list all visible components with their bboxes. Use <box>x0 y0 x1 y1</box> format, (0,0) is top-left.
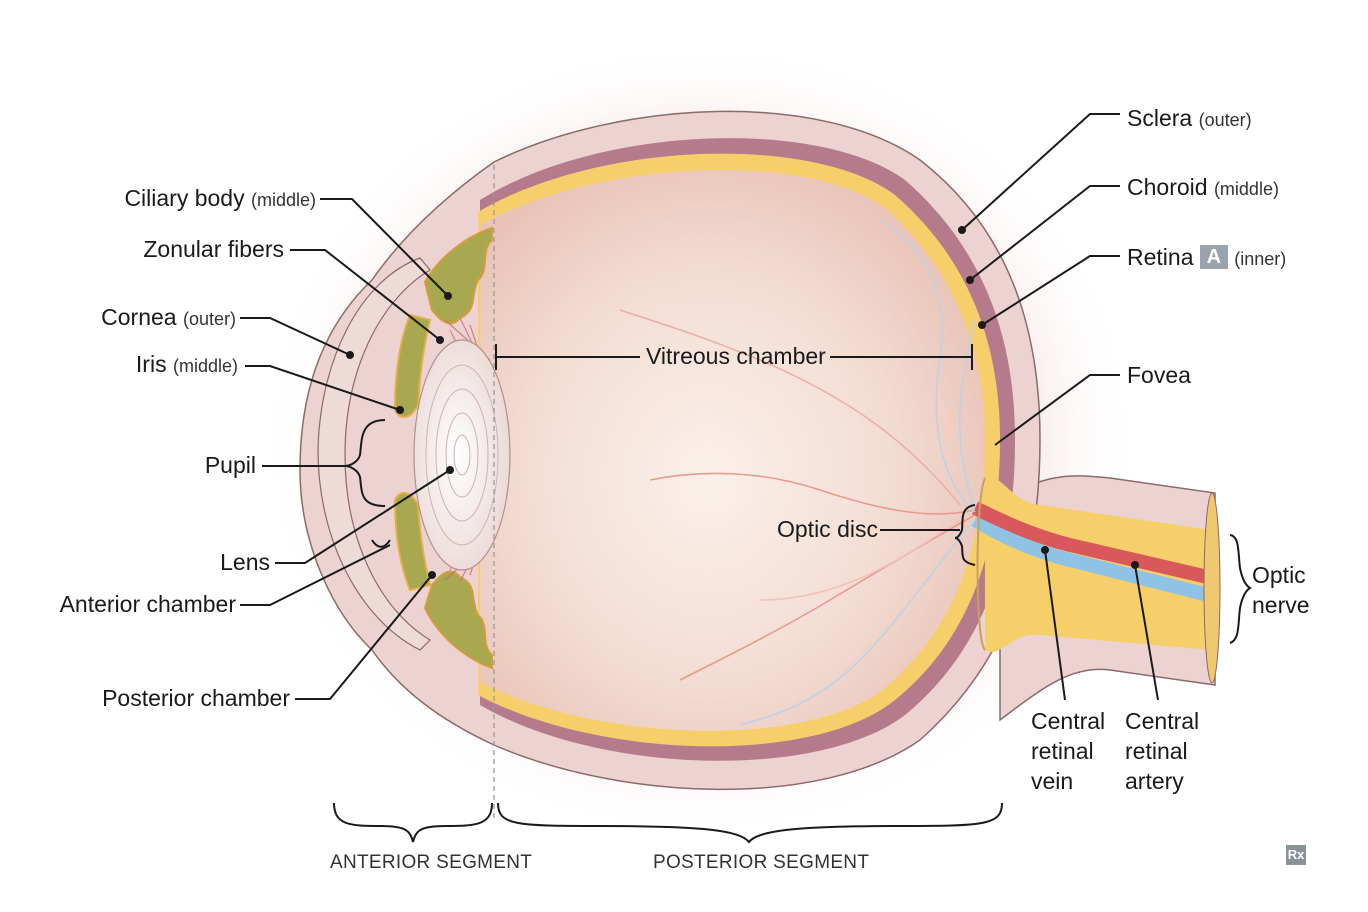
label-fovea-text: Fovea <box>1127 362 1191 388</box>
label-cornea-text: Cornea <box>101 304 177 330</box>
vitreous-chamber-bar <box>495 344 973 370</box>
label-choroid: Choroid (middle) <box>1127 176 1279 199</box>
label-anterior-segment: ANTERIOR SEGMENT <box>330 852 532 874</box>
rx-logo: Rx <box>1286 845 1306 865</box>
label-choroid-text: Choroid <box>1127 174 1208 200</box>
central-retinal-vein <box>971 513 1214 603</box>
label-optic-disc-text: Optic disc <box>777 516 878 542</box>
label-central-retinal-vein: Central retinal vein <box>1031 706 1111 796</box>
label-sclera: Sclera (outer) <box>1127 107 1252 130</box>
label-choroid-sub: (middle) <box>1213 179 1279 199</box>
label-retina: Retina A (inner) <box>1127 245 1286 269</box>
label-sclera-sub: (outer) <box>1198 110 1252 130</box>
label-central-retinal-vein-text: Central retinal vein <box>1031 708 1106 794</box>
label-vitreous-chamber-text: Vitreous chamber <box>646 343 826 369</box>
label-zonular-fibers-text: Zonular fibers <box>143 236 284 262</box>
label-lens-text: Lens <box>220 549 270 575</box>
label-iris-text: Iris <box>135 351 167 377</box>
leader-dots <box>346 226 1139 579</box>
label-central-retinal-artery-text: Central retinal artery <box>1125 708 1200 794</box>
label-anterior-chamber: Anterior chamber <box>40 593 236 616</box>
iris-upper <box>393 313 432 418</box>
label-pupil: Pupil <box>150 454 256 477</box>
braces <box>333 419 1252 844</box>
label-anterior-segment-text: ANTERIOR SEGMENT <box>330 852 533 873</box>
optic-disc-edge <box>976 477 986 651</box>
label-retina-text: Retina <box>1127 244 1194 270</box>
label-iris-sub: (middle) <box>172 356 238 376</box>
label-iris: Iris (middle) <box>100 353 238 376</box>
optic-nerve-cut-face <box>1203 492 1221 684</box>
label-fovea: Fovea <box>1127 364 1191 387</box>
label-retina-sub: (inner) <box>1234 249 1287 269</box>
iris-lower <box>393 492 432 592</box>
leader-lines <box>240 113 1159 701</box>
label-optic-nerve-text: Optic nerve <box>1252 562 1310 618</box>
label-ciliary-body-sub: (middle) <box>250 190 316 210</box>
label-cornea-sub: (outer) <box>182 309 236 329</box>
label-sclera-text: Sclera <box>1127 105 1193 131</box>
label-central-retinal-artery: Central retinal artery <box>1125 706 1205 796</box>
label-ciliary-body: Ciliary body (middle) <box>100 187 316 210</box>
lens-body <box>413 339 511 571</box>
label-optic-nerve: Optic nerve <box>1252 560 1316 620</box>
label-lens: Lens <box>150 551 270 574</box>
fundus-vessels <box>619 219 976 726</box>
retina-badge: A <box>1199 245 1228 269</box>
lens-rings <box>425 364 499 546</box>
ciliary-body-upper <box>423 226 493 325</box>
cornea-layer <box>317 257 431 651</box>
central-retinal-artery <box>971 501 1214 585</box>
label-optic-disc: Optic disc <box>777 518 878 541</box>
label-posterior-chamber-text: Posterior chamber <box>102 685 290 711</box>
label-posterior-segment-text: POSTERIOR SEGMENT <box>653 852 870 873</box>
label-posterior-segment: POSTERIOR SEGMENT <box>653 852 869 874</box>
label-cornea: Cornea (outer) <box>80 306 236 329</box>
label-zonular-fibers: Zonular fibers <box>100 238 284 261</box>
label-posterior-chamber: Posterior chamber <box>60 687 290 710</box>
label-ciliary-body-text: Ciliary body <box>124 185 245 211</box>
label-pupil-text: Pupil <box>204 452 256 478</box>
vitreous-body <box>480 169 985 731</box>
ciliary-body-lower <box>423 570 493 670</box>
label-anterior-chamber-text: Anterior chamber <box>59 591 236 617</box>
label-vitreous-chamber: Vitreous chamber <box>646 345 826 368</box>
